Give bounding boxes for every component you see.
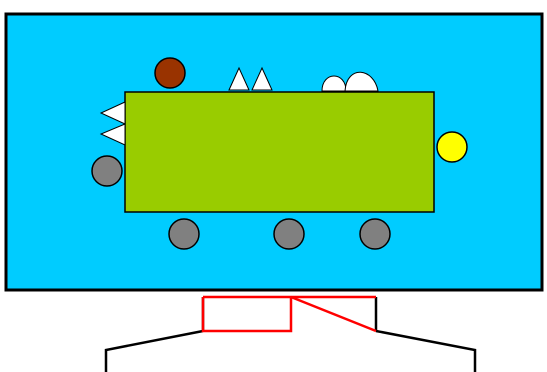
gray-circle-bottom-1 [168, 218, 200, 250]
white-triangle-left-1 [99, 101, 126, 125]
gray-circle-left [91, 155, 123, 187]
white-triangle-up-2 [251, 66, 273, 91]
white-triangle-up-1 [228, 66, 250, 91]
gray-circle-bottom-2 [273, 218, 305, 250]
stand-highlight-diagonal [290, 295, 377, 333]
white-triangle-left-2 [99, 123, 126, 146]
white-hump-2 [344, 71, 379, 92]
brown-circle [154, 57, 186, 89]
stand-base [104, 329, 477, 372]
stand-highlight-box [201, 297, 293, 333]
gray-circle-bottom-3 [359, 218, 391, 250]
yellow-circle [436, 131, 468, 163]
monitor-stand [104, 295, 477, 372]
table-rectangle [124, 91, 435, 213]
